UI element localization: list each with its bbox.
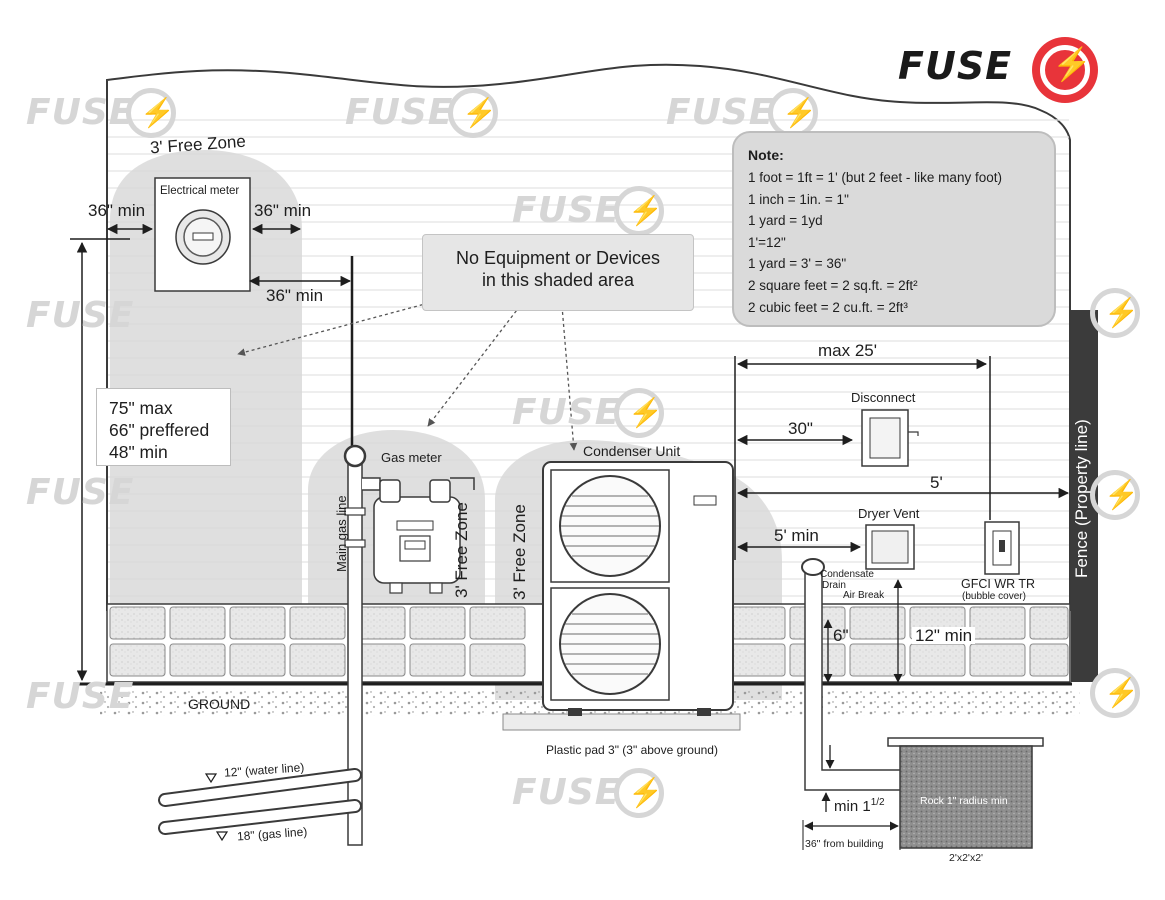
no-equipment-callout: No Equipment or Devices in this shaded a… (422, 234, 694, 311)
brand-logo-text: FUSE (898, 44, 1013, 88)
note-line: 2 cubic feet = 2 cu.ft. = 2ft³ (748, 299, 908, 315)
from-building-label: 36" from building (805, 838, 884, 850)
height-preferred: 66" preffered (109, 420, 210, 440)
gas-free-zone-label: 3' Free Zone (452, 502, 471, 598)
fence-distance-label: 5' (930, 473, 943, 492)
condensate-label: Condensate (820, 569, 874, 580)
watermark: FUSE (666, 92, 775, 133)
min-height-label: min 11/2 (834, 797, 885, 815)
callout-line-2: in this shaded area (481, 270, 635, 290)
watermark-bolt-icon (1090, 470, 1140, 520)
meter-height-box: 75" max 66" preffered 48" min (96, 388, 231, 466)
watermark: FUSE (26, 92, 135, 133)
pad-label: Plastic pad 3" (3" above ground) (546, 743, 718, 757)
gas-meter-label: Gas meter (381, 450, 442, 465)
condenser-pad (502, 713, 741, 731)
watermark: FUSE (26, 472, 135, 513)
gfci-label: GFCI WR TR (961, 577, 1036, 591)
condenser-free-zone-label: 3' Free Zone (510, 504, 529, 600)
fence-label: Fence (Property line) (1072, 419, 1091, 578)
watermark: FUSE (26, 295, 135, 336)
max-distance-label: max 25' (818, 341, 877, 360)
note-line: 1 yard = 3' = 36" (748, 256, 847, 272)
rock-label: Rock 1" radius min (920, 795, 1008, 807)
gfci-note-label: (bubble cover) (962, 591, 1026, 602)
min-height-value: min 1 (834, 798, 871, 815)
rock-pit (899, 745, 1033, 849)
height-max: 75" max (109, 398, 173, 418)
watermark-bolt-icon (614, 388, 664, 438)
watermark-bolt-icon (1090, 288, 1140, 338)
watermark-bolt-icon (126, 88, 176, 138)
below-clearance-label: 36" min (266, 286, 324, 305)
drain-label: Drain (822, 580, 846, 591)
note-line: 2 square feet = 2 sq.ft. = 2ft² (748, 277, 918, 293)
watermark-bolt-icon (1090, 668, 1140, 718)
six-inch-label: 6" (833, 626, 849, 645)
electrical-meter-label: Electrical meter (160, 185, 240, 197)
note-line: 1'=12" (748, 234, 786, 250)
watermark: FUSE (512, 392, 621, 433)
main-gas-line-label: Main gas line (334, 495, 349, 572)
lightning-bolt-icon: ⚡ (1052, 46, 1092, 82)
dryer-vent-label: Dryer Vent (858, 506, 920, 521)
dryer-distance-label: 5' min (774, 526, 819, 545)
note-title: Note: (748, 147, 784, 163)
callout-line-1: No Equipment or Devices (455, 248, 661, 268)
watermark: FUSE (26, 676, 135, 717)
note-box: Note: 1 foot = 1ft = 1' (but 2 feet - li… (732, 131, 1056, 327)
watermark-bolt-icon (614, 186, 664, 236)
height-min: 48" min (109, 442, 168, 462)
twelve-min-label: 12" min (912, 627, 976, 644)
foundation-bricks (109, 606, 1069, 677)
watermark: FUSE (512, 190, 621, 231)
note-line: 1 yard = 1yd (748, 213, 823, 229)
air-break-label: Air Break (843, 590, 885, 601)
watermark-bolt-icon (614, 768, 664, 818)
watermark: FUSE (512, 772, 621, 813)
watermark: FUSE (345, 92, 454, 133)
right-clearance-label: 36" min (254, 201, 312, 220)
disconnect-distance-label: 30" (788, 419, 813, 438)
condenser-label: Condenser Unit (583, 443, 681, 459)
watermark-bolt-icon (448, 88, 498, 138)
note-line: 1 foot = 1ft = 1' (but 2 feet - like man… (748, 170, 1002, 185)
brand-ring (1040, 45, 1090, 95)
left-clearance-label: 36" min (88, 201, 146, 220)
note-line: 1 inch = 1in. = 1" (748, 191, 849, 207)
ground-label: GROUND (188, 696, 251, 712)
disconnect-label: Disconnect (851, 390, 916, 405)
min-height-fraction: 1/2 (870, 797, 885, 808)
rock-size-label: 2'x2'x2' (949, 852, 984, 864)
